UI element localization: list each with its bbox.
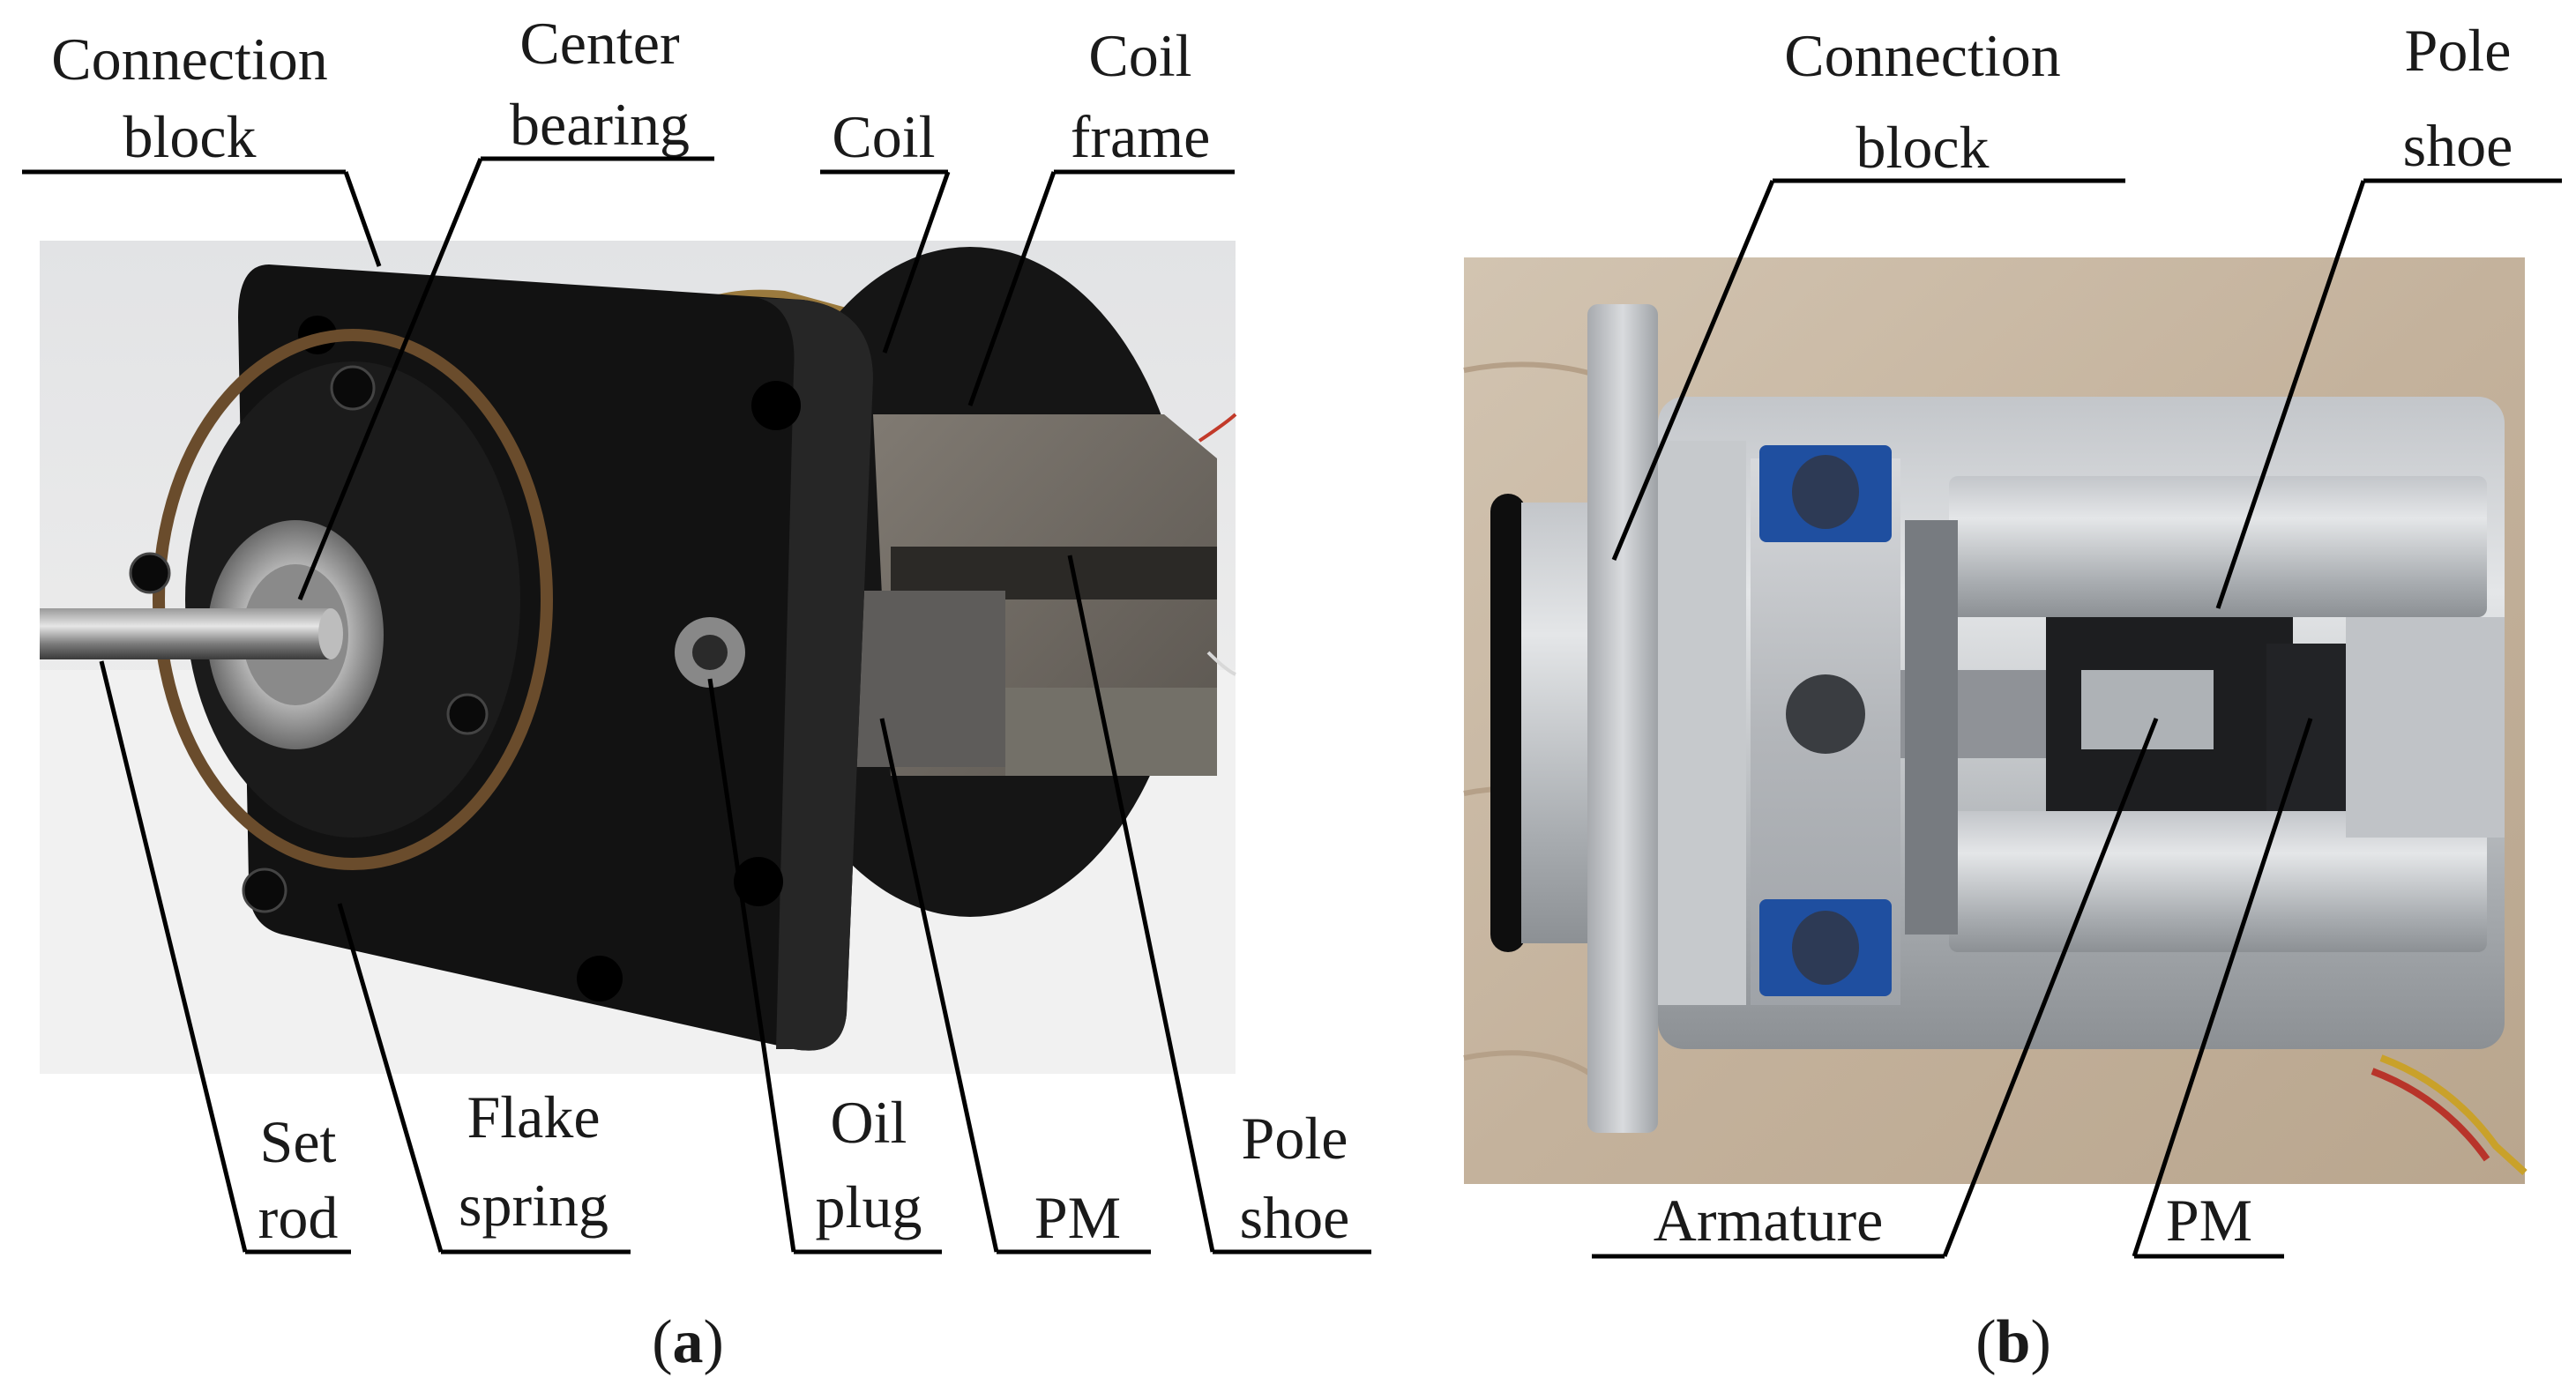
pole-shoe-upper xyxy=(1949,476,2487,617)
label-coil: Coil xyxy=(832,103,935,170)
leader-pm-a xyxy=(879,718,999,1253)
cylinder-rim xyxy=(1658,441,1746,1005)
connection-block-b xyxy=(1587,304,1658,1133)
flake-spring-ring xyxy=(153,329,553,870)
label-connection-block-b-line2: block xyxy=(1855,114,1989,181)
caption-b-letter: b xyxy=(1997,1308,2031,1376)
lead-wire-b xyxy=(2379,1054,2527,1175)
photo-panel-b xyxy=(1463,257,2527,1184)
label-pole-shoe-a-line1: Pole xyxy=(1242,1105,1348,1172)
caption-a-close: ) xyxy=(704,1308,724,1376)
screw-bottom xyxy=(242,867,287,913)
lead-wire-white xyxy=(1206,651,1236,676)
mounting-hole-4 xyxy=(577,956,623,1002)
label-center-bearing-line1: Center xyxy=(519,10,680,77)
o-ring xyxy=(1490,494,1526,952)
lead-wire-b-red xyxy=(2371,1068,2490,1162)
leader-connection-block-b xyxy=(1611,180,1775,561)
label-pm-a: PM xyxy=(1034,1184,1121,1251)
leader-flake-spring xyxy=(337,903,444,1253)
leader-pm-b xyxy=(2132,718,2313,1257)
label-pole-shoe-b-line2: shoe xyxy=(2403,112,2513,179)
label-oil-plug-line2: plug xyxy=(816,1173,922,1240)
leader-pole-shoe-a xyxy=(1067,555,1215,1253)
screw-bottom-b xyxy=(1792,911,1859,985)
annotations-panel-b: Connection block Pole shoe Armature PM (… xyxy=(1592,17,2562,1376)
mounting-hole-2 xyxy=(734,857,783,906)
caption-b: (b) xyxy=(1975,1308,2051,1376)
label-connection-block-a-line1: Connection xyxy=(51,26,328,93)
label-oil-plug-line1: Oil xyxy=(831,1089,907,1156)
lead-wire-red xyxy=(1198,413,1237,443)
caption-a-letter: a xyxy=(673,1308,704,1376)
label-connection-block-a-line2: block xyxy=(123,103,256,170)
leader-set-rod xyxy=(99,660,248,1253)
leader-connection-block-a xyxy=(343,171,382,267)
leader-coil-frame xyxy=(967,171,1057,406)
leader-coil xyxy=(882,171,951,354)
label-coil-frame-line1: Coil xyxy=(1088,22,1191,89)
connection-block-side xyxy=(758,298,873,1051)
right-cap xyxy=(2346,617,2505,838)
screw-left xyxy=(129,552,171,594)
caption-b-close: ) xyxy=(2030,1308,2050,1376)
label-coil-frame-line2: frame xyxy=(1071,103,1211,170)
leader-pole-shoe-b xyxy=(2215,180,2366,609)
leader-center-bearing xyxy=(297,158,483,600)
set-rod xyxy=(40,608,331,659)
screw-top-b xyxy=(1792,455,1859,529)
label-armature: Armature xyxy=(1654,1187,1884,1254)
housing-hole xyxy=(1786,674,1865,754)
annotations-panel-a: Connection block Center bearing Coil Coi… xyxy=(22,10,1371,1376)
label-center-bearing-line2: bearing xyxy=(510,91,690,158)
pole-shoe-lower xyxy=(1949,811,2487,952)
label-connection-block-b-line1: Connection xyxy=(1784,22,2061,89)
label-pm-b: PM xyxy=(2166,1187,2252,1254)
screw-top xyxy=(330,365,376,411)
label-set-rod-line1: Set xyxy=(260,1108,337,1175)
oil-plug-socket xyxy=(692,635,728,670)
inner-gap xyxy=(1905,520,1958,935)
caption-b-open: ( xyxy=(1975,1308,1996,1376)
photo-panel-a xyxy=(40,241,1237,1074)
set-rod-end xyxy=(318,608,343,659)
label-pole-shoe-b-line1: Pole xyxy=(2405,17,2512,84)
caption-a-open: ( xyxy=(652,1308,672,1376)
label-set-rod-line2: rod xyxy=(258,1184,339,1251)
label-flake-spring-line2: spring xyxy=(459,1172,609,1239)
screw-right xyxy=(446,693,489,735)
caption-a: (a) xyxy=(652,1308,724,1376)
label-pole-shoe-a-line2: shoe xyxy=(1240,1184,1350,1251)
label-flake-spring-line1: Flake xyxy=(467,1083,600,1150)
leader-oil-plug xyxy=(707,678,796,1253)
leader-armature xyxy=(1942,718,2159,1257)
mounting-hole-1 xyxy=(751,381,801,430)
